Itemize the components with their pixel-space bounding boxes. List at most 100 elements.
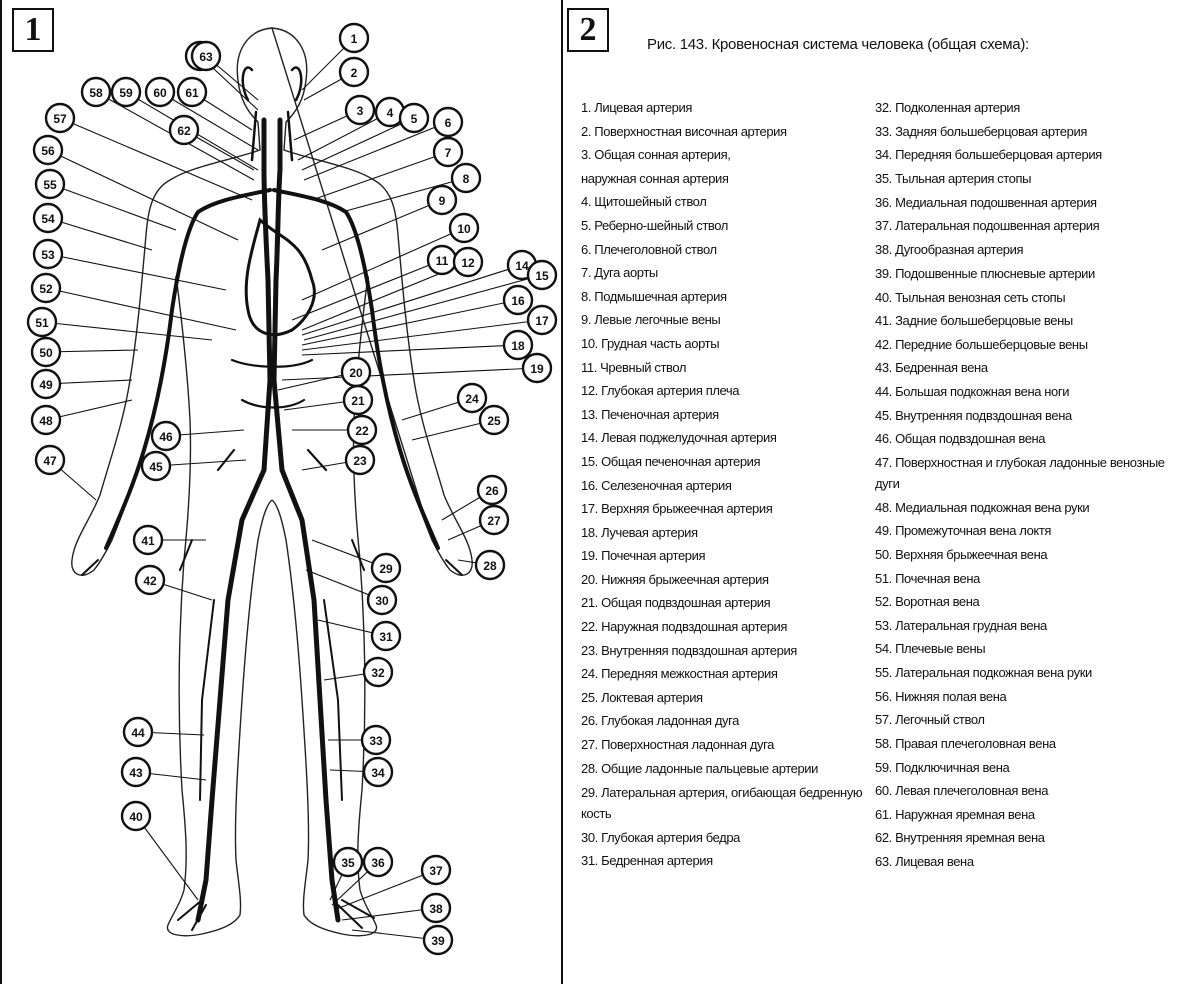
legend-item: 41. Задние большеберцовые вены [875, 309, 1191, 333]
figure-label: 61 [178, 78, 206, 106]
figure-label-number: 43 [129, 766, 143, 780]
figure-label: 46 [152, 422, 180, 450]
figure-label-number: 22 [355, 424, 369, 438]
figure-label: 48 [32, 406, 60, 434]
legend-item: 46. Общая подвздошная вена [875, 427, 1191, 451]
legend-item: 49. Промежуточная вена локтя [875, 519, 1191, 543]
leader-line [302, 265, 522, 335]
legend-item: 23. Внутренняя подвздошная артерия [581, 639, 873, 663]
legend-item: 24. Передняя межкостная артерия [581, 662, 873, 686]
legend-item: 60. Левая плечеголовная вена [875, 779, 1191, 803]
figure-label: 12 [454, 248, 482, 276]
figure-label-number: 20 [349, 366, 363, 380]
figure-label: 16 [504, 286, 532, 314]
legend-item: 27. Поверхностная ладонная дуга [581, 733, 873, 757]
legend-item: 47. Поверхностная и глубокая ладонные ве… [875, 451, 1191, 496]
legend-item: 42. Передние большеберцовые вены [875, 333, 1191, 357]
figure-label-number: 17 [535, 314, 549, 328]
legend-item: 38. Дугообразная артерия [875, 238, 1191, 262]
figure-label-number: 24 [465, 392, 479, 406]
figure-label-number: 35 [341, 856, 355, 870]
legend-item: 59. Подключичная вена [875, 756, 1191, 780]
legend-item: 6. Плечеголовной ствол [581, 238, 873, 262]
figure-label-number: 18 [511, 339, 525, 353]
legend-item: 28. Общие ладонные пальцевые артерии [581, 757, 873, 781]
figure-label: 19 [523, 354, 551, 382]
vessel-path [178, 900, 374, 930]
figure-label-number: 31 [379, 630, 393, 644]
figure-label: 11 [428, 246, 456, 274]
figure-label-number: 61 [185, 86, 199, 100]
legend-item: 51. Почечная вена [875, 567, 1191, 591]
legend-item: 43. Бедренная вена [875, 356, 1191, 380]
legend-item: 18. Лучевая артерия [581, 521, 873, 545]
figure-label: 54 [34, 204, 62, 232]
figure-label: 9 [428, 186, 456, 214]
body-contour [112, 276, 272, 936]
figure-label-number: 32 [371, 666, 385, 680]
figure-label-number: 38 [429, 902, 443, 916]
legend-item: 32. Подколенная артерия [875, 96, 1191, 120]
legend-panel: 2 Рис. 143. Кровеносная система человека… [563, 0, 1191, 984]
figure-label-number: 54 [41, 212, 55, 226]
leader-line [48, 254, 226, 290]
figure-label-number: 63 [199, 50, 213, 64]
legend-item: 57. Легочный ствол [875, 708, 1191, 732]
legend-item: 31. Бедренная артерия [581, 849, 873, 873]
figure-label-number: 53 [41, 248, 55, 262]
figure-label: 32 [364, 658, 392, 686]
panel-number-2: 2 [567, 8, 609, 52]
figure-label: 57 [46, 104, 74, 132]
figure-label-number: 1 [351, 32, 358, 46]
figure-label-number: 42 [143, 574, 157, 588]
figure-label: 44 [124, 718, 152, 746]
legend-item: 62. Внутренняя яремная вена [875, 826, 1191, 850]
legend-item: 20. Нижняя брыжеечная артерия [581, 568, 873, 592]
figure-label-number: 10 [457, 222, 471, 236]
figure-label: 59 [112, 78, 140, 106]
figure-label-number: 23 [353, 454, 367, 468]
figure-label-number: 45 [149, 460, 163, 474]
figure-label: 63 [192, 42, 220, 70]
figure-label-number: 9 [439, 194, 446, 208]
figure-label-number: 52 [39, 282, 53, 296]
figure-label-number: 55 [43, 178, 57, 192]
figure-label-number: 25 [487, 414, 501, 428]
legend-item: 39. Подошвенные плюсневые артерии [875, 262, 1191, 286]
legend-item: 22. Наружная подвздошная артерия [581, 615, 873, 639]
figure-label: 37 [422, 856, 450, 884]
figure-label-number: 37 [429, 864, 443, 878]
figure-label: 47 [36, 446, 64, 474]
figure-label-number: 39 [431, 934, 445, 948]
legend-item: 45. Внутренняя подвздошная вена [875, 404, 1191, 428]
figure-label: 26 [478, 476, 506, 504]
figure-label: 2 [340, 58, 368, 86]
legend-item: 44. Большая подкожная вена ноги [875, 380, 1191, 404]
leader-line [302, 300, 518, 345]
figure-label-number: 36 [371, 856, 385, 870]
vessel-path [246, 220, 314, 335]
figure-label: 21 [344, 386, 372, 414]
figure-label: 38 [422, 894, 450, 922]
figure-label-number: 5 [411, 112, 418, 126]
legend-item: 17. Верхняя брыжеечная артерия [581, 497, 873, 521]
figure-label-number: 50 [39, 346, 53, 360]
figure-label: 33 [362, 726, 390, 754]
figure-label: 42 [136, 566, 164, 594]
legend-item: 61. Наружная яремная вена [875, 803, 1191, 827]
figure-label: 30 [368, 586, 396, 614]
figure-label: 34 [364, 758, 392, 786]
leader-line [312, 152, 448, 200]
circulatory-system-figure: 1234567891011121314151617181920212223242… [2, 0, 563, 984]
figure-label: 43 [122, 758, 150, 786]
vessel-path [198, 120, 270, 920]
legend-item: 3. Общая сонная артерия, [581, 143, 873, 167]
legend-item: 54. Плечевые вены [875, 637, 1191, 661]
figure-label-number: 48 [39, 414, 53, 428]
figure-label-number: 28 [483, 559, 497, 573]
figure-label: 5 [400, 104, 428, 132]
figure-label-number: 56 [41, 144, 55, 158]
leader-line [42, 322, 212, 340]
figure-label: 52 [32, 274, 60, 302]
figure-label: 24 [458, 384, 486, 412]
